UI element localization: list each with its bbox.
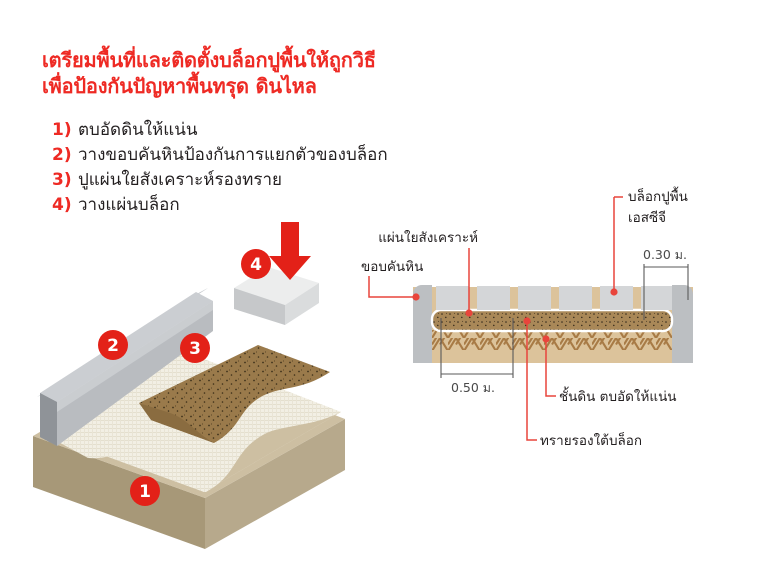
step-label: วางแผ่นบล็อก [78, 195, 180, 215]
list-item: 4) วางแผ่นบล็อก [52, 193, 452, 217]
badge-2: 2 [98, 330, 128, 360]
sand-bedding-layer [139, 345, 330, 443]
badge-3: 3 [180, 333, 210, 363]
dimension-block-width-label: 0.30 ม. [643, 247, 687, 262]
step-label: ตบอัดดินให้แน่น [78, 120, 198, 140]
leader-sand [523, 317, 537, 441]
badge-2-label: 2 [107, 336, 119, 356]
section-curb-left [413, 285, 432, 363]
section-label-sand: ทรายรองใต้บล็อก [540, 431, 642, 449]
step-number: 4) [52, 195, 72, 215]
step-label: วางขอบคันหินป้องกันการแยกตัวของบล็อก [78, 145, 388, 165]
leader-soil [542, 335, 556, 397]
leader-curb [368, 276, 420, 301]
step-list: 1) ตบอัดดินให้แน่น 2) วางขอบคันหินป้องกั… [52, 118, 452, 218]
section-label-soil: ชั้นดิน ตบอัดให้แน่น [559, 386, 677, 405]
section-label-paving-block-line2: เอสซีจี [628, 210, 666, 226]
down-arrow-icon [269, 222, 311, 280]
headline-line-2: เพื่อป้องกันปัญหาพื้นทรุด ดินไหล [42, 73, 317, 98]
section-sand-layer [430, 308, 674, 333]
leader-paving-block [610, 196, 623, 296]
section-label-paving-block-line1: บล็อกปูพื้น [628, 186, 688, 205]
cross-section-diagram: 0.30 ม. 0.50 ม. [361, 186, 693, 449]
section-label-geotextile: แผ่นใยสังเคราะห์ [378, 229, 478, 246]
dimension-curb-depth: 0.50 ม. [440, 318, 514, 395]
list-item: 2) วางขอบคันหินป้องกันการแยกตัวของบล็อก [52, 143, 452, 167]
dimension-block-width: 0.30 ม. [643, 247, 689, 320]
badge-1: 1 [130, 476, 160, 506]
step-number: 2) [52, 145, 72, 165]
step-number: 1) [52, 120, 72, 140]
badge-1-label: 1 [139, 482, 151, 502]
page-title: เตรียมพื้นที่และติดตั้งบล็อกปูพื้นให้ถูก… [42, 48, 462, 99]
step-number: 3) [52, 170, 72, 190]
badge-4-label: 4 [250, 255, 262, 275]
badge-3-label: 3 [189, 339, 201, 359]
badge-4: 4 [241, 249, 271, 279]
leader-geotextile [465, 248, 473, 317]
section-label-curb: ขอบคันหิน [361, 259, 423, 275]
section-curb-right [672, 285, 693, 363]
dimension-curb-depth-label: 0.50 ม. [451, 380, 495, 395]
step-label: ปูแผ่นใยสังเคราะห์รองทราย [78, 170, 282, 190]
list-item: 1) ตบอัดดินให้แน่น [52, 118, 452, 142]
list-item: 3) ปูแผ่นใยสังเคราะห์รองทราย [52, 168, 452, 192]
headline-line-1: เตรียมพื้นที่และติดตั้งบล็อกปูพื้นให้ถูก… [42, 48, 376, 72]
section-paving-blocks [436, 286, 672, 310]
isometric-diagram: 1 2 3 4 [33, 222, 345, 549]
